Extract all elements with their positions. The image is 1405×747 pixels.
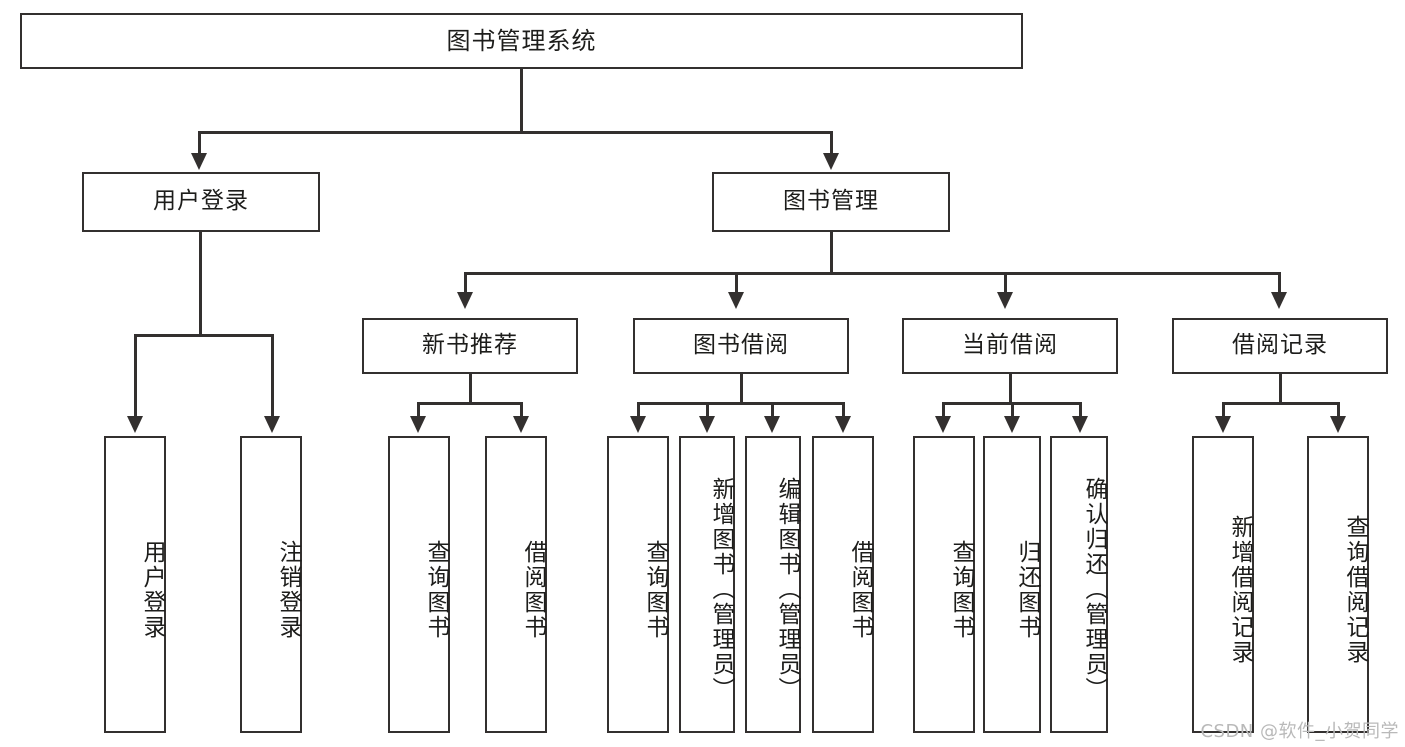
node-label: 编辑图书（管理员） <box>774 477 800 702</box>
leaf-bb-add-book-admin[interactable]: 新增图书（管理员） <box>679 436 735 733</box>
arrow-user-login-to-leaf-1 <box>127 416 143 433</box>
arrow-bm-to-borrow-record <box>1271 292 1287 309</box>
leaf-user-login-logout[interactable]: 注销登录 <box>240 436 302 733</box>
csdn-watermark: CSDN @软件_小贺同学 <box>1200 721 1399 742</box>
node-label: 借阅图书 <box>847 539 873 640</box>
connector-br-stem <box>1279 374 1282 404</box>
node-label: 借阅记录 <box>1232 332 1328 359</box>
connector-bm-drop-book-borrow <box>735 272 738 294</box>
connector-nbr-drop-1 <box>417 402 420 418</box>
arrow-bb-to-leaf-2 <box>699 416 715 433</box>
connector-user-login-stem <box>199 232 202 336</box>
arrow-nbr-to-leaf-1 <box>410 416 426 433</box>
connector-bb-stem <box>740 374 743 404</box>
leaf-br-add-record[interactable]: 新增借阅记录 <box>1192 436 1254 733</box>
arrow-root-to-user-login <box>191 153 207 170</box>
connector-book-management-bus <box>464 272 1281 275</box>
connector-bb-drop-3 <box>771 402 774 418</box>
connector-cb-stem <box>1009 374 1012 404</box>
connector-book-management-stem <box>830 232 833 274</box>
arrow-user-login-to-leaf-2 <box>264 416 280 433</box>
connector-bb-drop-1 <box>637 402 640 418</box>
node-borrow-record[interactable]: 借阅记录 <box>1172 318 1388 374</box>
connector-bm-drop-new-book <box>464 272 467 294</box>
connector-root-bus <box>198 131 832 134</box>
node-label: 查询图书 <box>423 539 449 640</box>
leaf-cb-confirm-return-admin[interactable]: 确认归还（管理员） <box>1050 436 1108 733</box>
node-label: 新增图书（管理员） <box>708 477 734 702</box>
connector-root-drop-user-login <box>198 131 201 155</box>
arrow-nbr-to-leaf-2 <box>513 416 529 433</box>
node-label: 注销登录 <box>275 539 301 640</box>
node-label: 图书管理系统 <box>446 26 597 55</box>
leaf-bb-borrow-book[interactable]: 借阅图书 <box>812 436 874 733</box>
arrow-br-to-leaf-1 <box>1215 416 1231 433</box>
connector-root-stem <box>520 69 523 132</box>
arrow-root-to-book-management <box>823 153 839 170</box>
leaf-cb-return-book[interactable]: 归还图书 <box>983 436 1041 733</box>
node-book-management[interactable]: 图书管理 <box>712 172 950 232</box>
connector-user-login-drop-2 <box>271 334 274 418</box>
leaf-bb-query-book[interactable]: 查询图书 <box>607 436 669 733</box>
node-label: 查询图书 <box>642 539 668 640</box>
connector-bm-drop-borrow-record <box>1278 272 1281 294</box>
connector-br-bus <box>1222 402 1339 405</box>
connector-br-drop-1 <box>1222 402 1225 418</box>
connector-br-drop-2 <box>1337 402 1340 418</box>
arrow-bb-to-leaf-1 <box>630 416 646 433</box>
node-label: 当前借阅 <box>962 332 1058 359</box>
leaf-br-query-record[interactable]: 查询借阅记录 <box>1307 436 1369 733</box>
connector-cb-drop-3 <box>1079 402 1082 418</box>
arrow-cb-to-leaf-1 <box>935 416 951 433</box>
arrow-bm-to-current-borrow <box>997 292 1013 309</box>
arrow-cb-to-leaf-2 <box>1004 416 1020 433</box>
node-label: 查询借阅记录 <box>1342 514 1368 665</box>
arrow-cb-to-leaf-3 <box>1072 416 1088 433</box>
node-new-book-recommend[interactable]: 新书推荐 <box>362 318 578 374</box>
arrow-br-to-leaf-2 <box>1330 416 1346 433</box>
connector-user-login-drop-1 <box>134 334 137 418</box>
node-current-borrow[interactable]: 当前借阅 <box>902 318 1118 374</box>
connector-cb-drop-2 <box>1011 402 1014 418</box>
connector-nbr-drop-2 <box>520 402 523 418</box>
leaf-cb-query-book[interactable]: 查询图书 <box>913 436 975 733</box>
node-root-book-management-system[interactable]: 图书管理系统 <box>20 13 1023 69</box>
node-label: 用户登录 <box>153 188 249 215</box>
leaf-nbr-query-book[interactable]: 查询图书 <box>388 436 450 733</box>
connector-bm-drop-current-borrow <box>1004 272 1007 294</box>
node-label: 新增借阅记录 <box>1227 514 1253 665</box>
connector-cb-drop-1 <box>942 402 945 418</box>
node-label: 图书借阅 <box>693 332 789 359</box>
connector-user-login-bus <box>134 334 273 337</box>
node-label: 用户登录 <box>139 539 165 640</box>
connector-bb-drop-4 <box>842 402 845 418</box>
leaf-user-login-login[interactable]: 用户登录 <box>104 436 166 733</box>
node-label: 新书推荐 <box>422 332 518 359</box>
arrow-bm-to-book-borrow <box>728 292 744 309</box>
node-label: 确认归还（管理员） <box>1081 477 1107 702</box>
arrow-bb-to-leaf-3 <box>764 416 780 433</box>
arrow-bb-to-leaf-4 <box>835 416 851 433</box>
leaf-nbr-borrow-book[interactable]: 借阅图书 <box>485 436 547 733</box>
node-user-login[interactable]: 用户登录 <box>82 172 320 232</box>
node-book-borrow[interactable]: 图书借阅 <box>633 318 849 374</box>
node-label: 图书管理 <box>783 188 879 215</box>
connector-bb-drop-2 <box>706 402 709 418</box>
arrow-bm-to-new-book-recommend <box>457 292 473 309</box>
connector-bb-bus <box>637 402 844 405</box>
node-label: 查询图书 <box>948 539 974 640</box>
connector-root-drop-book-management <box>830 131 833 155</box>
connector-nbr-stem <box>469 374 472 404</box>
leaf-bb-edit-book-admin[interactable]: 编辑图书（管理员） <box>745 436 801 733</box>
node-label: 借阅图书 <box>520 539 546 640</box>
node-label: 归还图书 <box>1014 539 1040 640</box>
connector-nbr-bus <box>417 402 522 405</box>
